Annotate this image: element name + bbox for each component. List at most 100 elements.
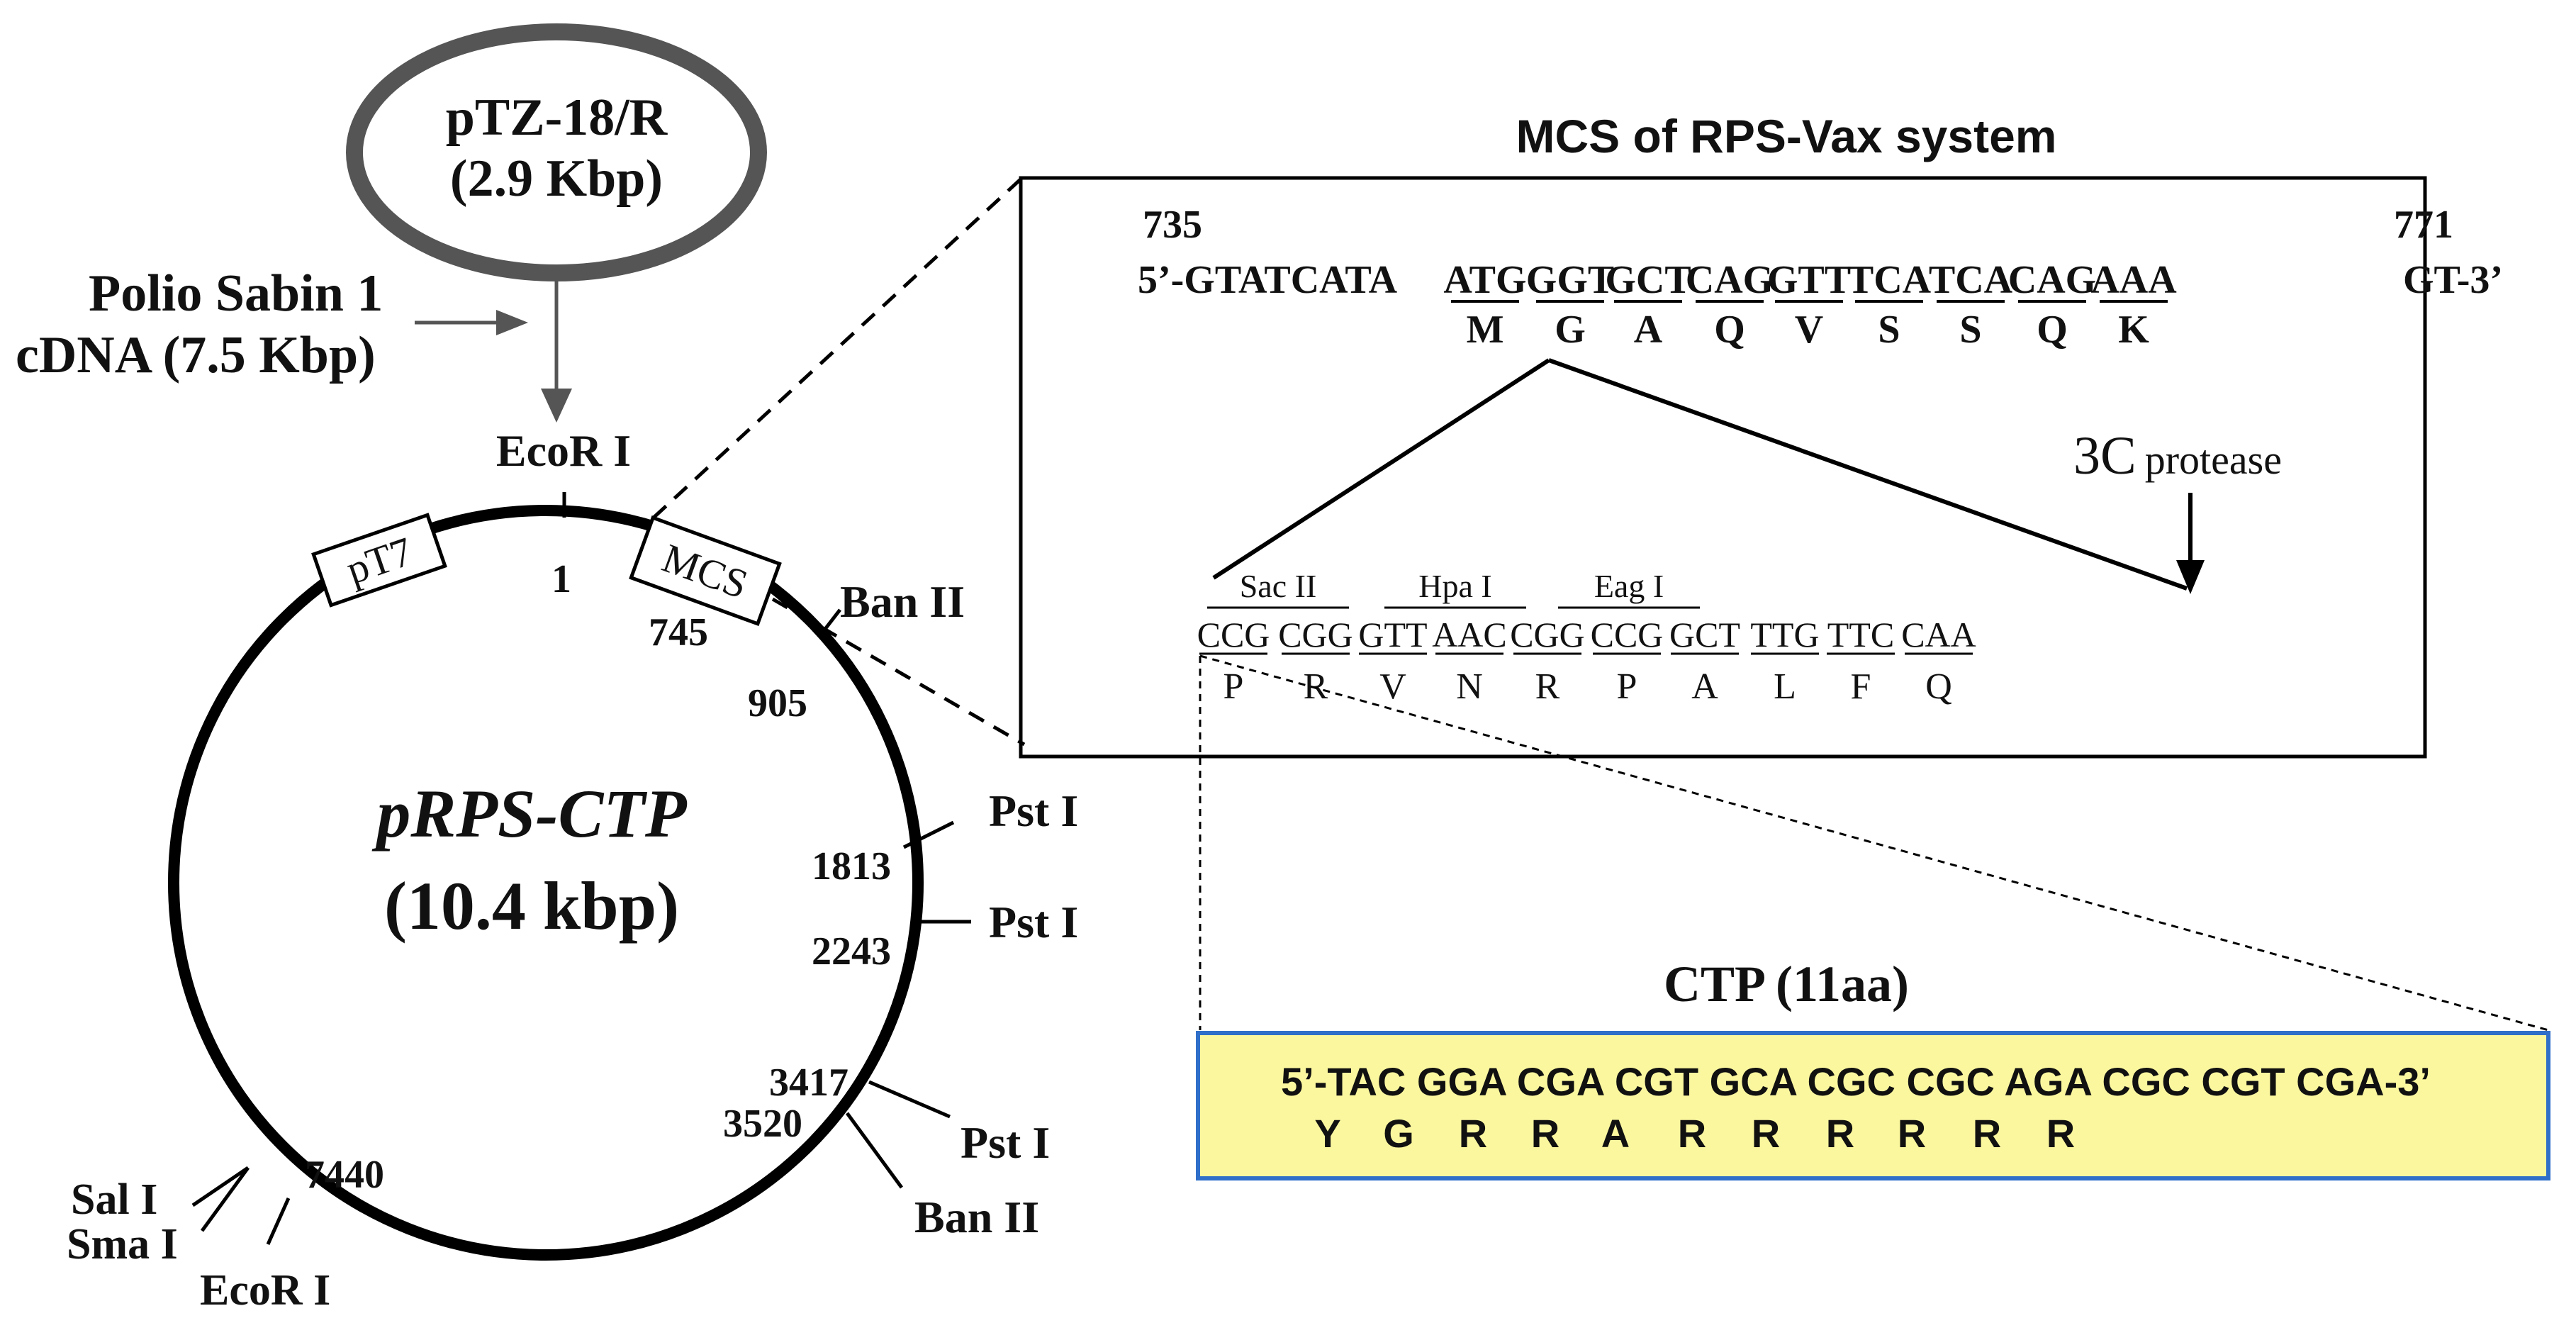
mcs-codon: GGT — [1526, 258, 1614, 302]
banii-2-tick — [845, 1112, 904, 1189]
mcs-amino-acid: K — [2118, 308, 2149, 352]
insert-codon: CAA — [1901, 615, 1976, 654]
banii-2-label: Ban II — [914, 1192, 1039, 1242]
mcs-end-pos: 771 — [2394, 203, 2453, 247]
pos-7440: 7440 — [305, 1153, 384, 1197]
mcs-box: MCS — [629, 515, 782, 626]
mcs-prefix: 5’-GTATCATA — [1138, 258, 1398, 302]
ecori-bottom-tick — [266, 1197, 291, 1246]
insert-bracket-right — [1547, 358, 2188, 591]
ctp-amino-acid: R — [1973, 1111, 2001, 1156]
mcs-amino-acid: A — [1634, 308, 1663, 352]
sali-tick — [191, 1166, 250, 1207]
insert-amino-acid: R — [1304, 666, 1328, 707]
ctp-title: CTP (11aa) — [1664, 956, 1909, 1012]
insert-amino-acid: V — [1379, 666, 1406, 707]
pt7-box: pT7 — [311, 513, 447, 608]
smai-label: Sma I — [67, 1220, 178, 1268]
insert-codon: GTT — [1358, 615, 1427, 654]
ctp-amino-acid: R — [1459, 1111, 1487, 1156]
mcs-codon: CAG — [2008, 258, 2096, 302]
insert-codon: AAC — [1432, 615, 1507, 654]
insert-codon: CGG — [1510, 615, 1585, 654]
enzyme-label: Eag I — [1594, 568, 1664, 604]
pos-745: 745 — [649, 610, 708, 654]
ecori-top-label: EcoR I — [496, 425, 631, 476]
ptz-arrow-head — [541, 389, 572, 423]
insert-arrow-head — [496, 310, 528, 335]
pos-3520: 3520 — [723, 1102, 802, 1146]
insert-amino-acid: N — [1456, 666, 1483, 707]
mcs-panel-box — [1019, 176, 2427, 759]
ecori-bottom-label: EcoR I — [200, 1266, 330, 1314]
insert-codon: CCG — [1591, 615, 1664, 654]
enzyme-label: Hpa I — [1418, 568, 1491, 604]
protease-sub: protease — [2145, 437, 2282, 483]
mcs-amino-acid: V — [1795, 308, 1823, 352]
pos-2243: 2243 — [812, 930, 891, 973]
smai-tick — [200, 1166, 250, 1232]
insert-amino-acid: F — [1851, 666, 1871, 707]
mcs-suffix: GT-3’ — [2403, 258, 2503, 302]
psti-3-tick — [868, 1080, 951, 1119]
enzyme-label: Sac II — [1240, 568, 1317, 604]
protease-arrow-head — [2176, 560, 2205, 594]
plasmid-name: pRPS-CTP — [371, 776, 688, 852]
insert-amino-acid: P — [1617, 666, 1637, 707]
pt7-label: pT7 — [340, 528, 418, 593]
insert-amino-acid: A — [1691, 666, 1718, 707]
pos-3417: 3417 — [769, 1061, 849, 1105]
insert-line2: cDNA (7.5 Kbp) — [16, 326, 376, 384]
psti-1-label: Pst I — [989, 786, 1078, 836]
ptz-ellipse — [346, 23, 767, 281]
ctp-amino-acid: R — [1752, 1111, 1780, 1156]
psti-3-label: Pst I — [961, 1117, 1050, 1168]
ctp-amino-acid: R — [1531, 1111, 1559, 1156]
ctp-amino-acid: R — [1678, 1111, 1706, 1156]
ctp-amino-acid: R — [1898, 1111, 1926, 1156]
mcs-start-pos: 735 — [1143, 203, 1202, 247]
ctp-zoom-right — [1199, 654, 2549, 1032]
ctp-amino-acid: G — [1383, 1111, 1414, 1156]
sali-label: Sal I — [71, 1176, 157, 1224]
insert-line1: Polio Sabin 1 — [89, 264, 383, 323]
protease-main: 3C — [2073, 426, 2137, 486]
insert-codon: CCG — [1197, 615, 1270, 654]
zoom-line-bottom — [771, 597, 1026, 747]
mcs-codon: GTT — [1767, 258, 1851, 302]
mcs-codon: TCA — [1847, 258, 1932, 302]
plasmid-size: (10.4 kbp) — [384, 868, 679, 944]
mcs-amino-acid: S — [1959, 308, 1981, 352]
plasmid-circle — [168, 505, 924, 1261]
mcs-codon: GCT — [1605, 258, 1691, 302]
insert-bracket-left — [1212, 358, 1550, 580]
ctp-amino-acid: Y — [1314, 1111, 1340, 1156]
insert-amino-acid: L — [1774, 666, 1796, 707]
mcs-amino-acid: Q — [1714, 308, 1745, 352]
ctp-amino-acid: R — [1826, 1111, 1854, 1156]
enzyme-row: Sac II Hpa I Eag I — [1207, 568, 1700, 609]
insert-amino-acid: R — [1535, 666, 1560, 707]
mcs-amino-acid: S — [1878, 308, 1900, 352]
insert-amino-acid: P — [1223, 666, 1244, 707]
mcs-amino-acid: M — [1467, 308, 1504, 352]
insert-codon: TTG — [1750, 615, 1819, 654]
insert-codon: GCT — [1669, 615, 1740, 654]
ctp-box — [1196, 1031, 2550, 1180]
psti-1-tick — [902, 820, 955, 849]
pos-1813: 1813 — [812, 844, 891, 888]
mcs-codon: ATG — [1443, 258, 1526, 302]
psti-2-label: Pst I — [989, 897, 1078, 947]
mcs-codon: CAG — [1686, 258, 1774, 302]
insert-amino-acid: Q — [1925, 666, 1952, 707]
banii-1-label: Ban II — [840, 576, 965, 627]
insert-codon: CGG — [1278, 615, 1353, 654]
mcs-amino-acid: Q — [2037, 308, 2068, 352]
